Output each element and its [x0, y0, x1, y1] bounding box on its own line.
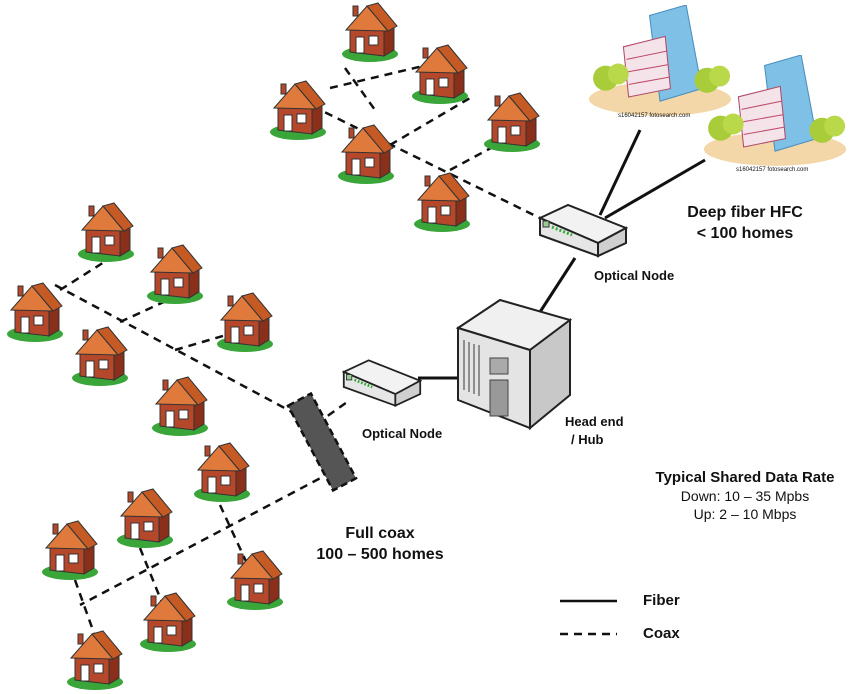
house-icon	[116, 488, 174, 548]
house-icon	[193, 442, 251, 502]
data-rate-up: Up: 2 – 10 Mbps	[693, 506, 797, 522]
optical-node-bottom-label: Optical Node	[362, 426, 443, 441]
watermark-text: s16042157 fotosearch.com	[736, 167, 809, 173]
fiber-lines	[418, 129, 706, 380]
full-coax-label: Full coax 100 – 500 homes	[300, 523, 460, 565]
legend-coax-label: Coax	[643, 625, 680, 642]
coax-splitter	[286, 391, 358, 493]
house-icon	[226, 550, 284, 610]
coax-branch	[329, 60, 441, 90]
house-icon	[41, 520, 99, 580]
full-coax-line2: 100 – 500 homes	[316, 546, 444, 563]
office-building-icon	[588, 5, 732, 117]
house-icon	[411, 44, 469, 104]
coax-trunk-top	[299, 98, 549, 224]
deep-fiber-line1: Deep fiber HFC	[687, 204, 803, 221]
coax-branch	[218, 504, 252, 571]
house-icon	[151, 376, 209, 436]
house-icon	[341, 2, 399, 62]
watermark-text: s16042157 fotosearch.com	[618, 113, 691, 119]
house-icon	[139, 592, 197, 652]
legend-fiber-label: Fiber	[643, 592, 680, 609]
house-icon	[216, 292, 274, 352]
coax-branch	[343, 67, 377, 111]
headend-label: Head end / Hub	[565, 413, 624, 449]
legend	[560, 599, 617, 636]
house-icon	[77, 202, 135, 262]
fiber-node-to-building	[604, 158, 706, 220]
data-rate-down: Down: 10 – 35 Mpbs	[680, 488, 810, 504]
house-icon	[483, 92, 541, 152]
data-rate-box: Typical Shared Data Rate Down: 10 – 35 M…	[640, 469, 850, 523]
coax-trunk-bottom	[79, 470, 333, 607]
house-icon	[337, 124, 395, 184]
fiber-headend-to-node	[538, 257, 577, 313]
house-icon	[71, 326, 129, 386]
headend-label-line2: / Hub	[571, 432, 604, 447]
optical-node-top-label: Optical Node	[594, 268, 675, 283]
headend-server-icon	[455, 298, 573, 431]
coax-splitter-to-node	[304, 398, 351, 434]
house-icon	[6, 282, 64, 342]
full-coax-line1: Full coax	[345, 525, 415, 542]
coax-branch	[389, 96, 471, 147]
optical-node-icon	[342, 358, 422, 408]
fiber-node-to-building	[598, 129, 642, 216]
house-icon	[146, 244, 204, 304]
house-icon	[413, 172, 471, 232]
deep-fiber-label: Deep fiber HFC < 100 homes	[670, 202, 820, 244]
coax-trunk-left	[54, 283, 293, 414]
house-icon	[66, 630, 124, 690]
coax-branch	[138, 547, 167, 611]
house-icon	[269, 80, 327, 140]
data-rate-title: Typical Shared Data Rate	[655, 469, 835, 486]
headend-label-line1: Head end	[565, 414, 624, 429]
deep-fiber-line2: < 100 homes	[696, 225, 794, 242]
